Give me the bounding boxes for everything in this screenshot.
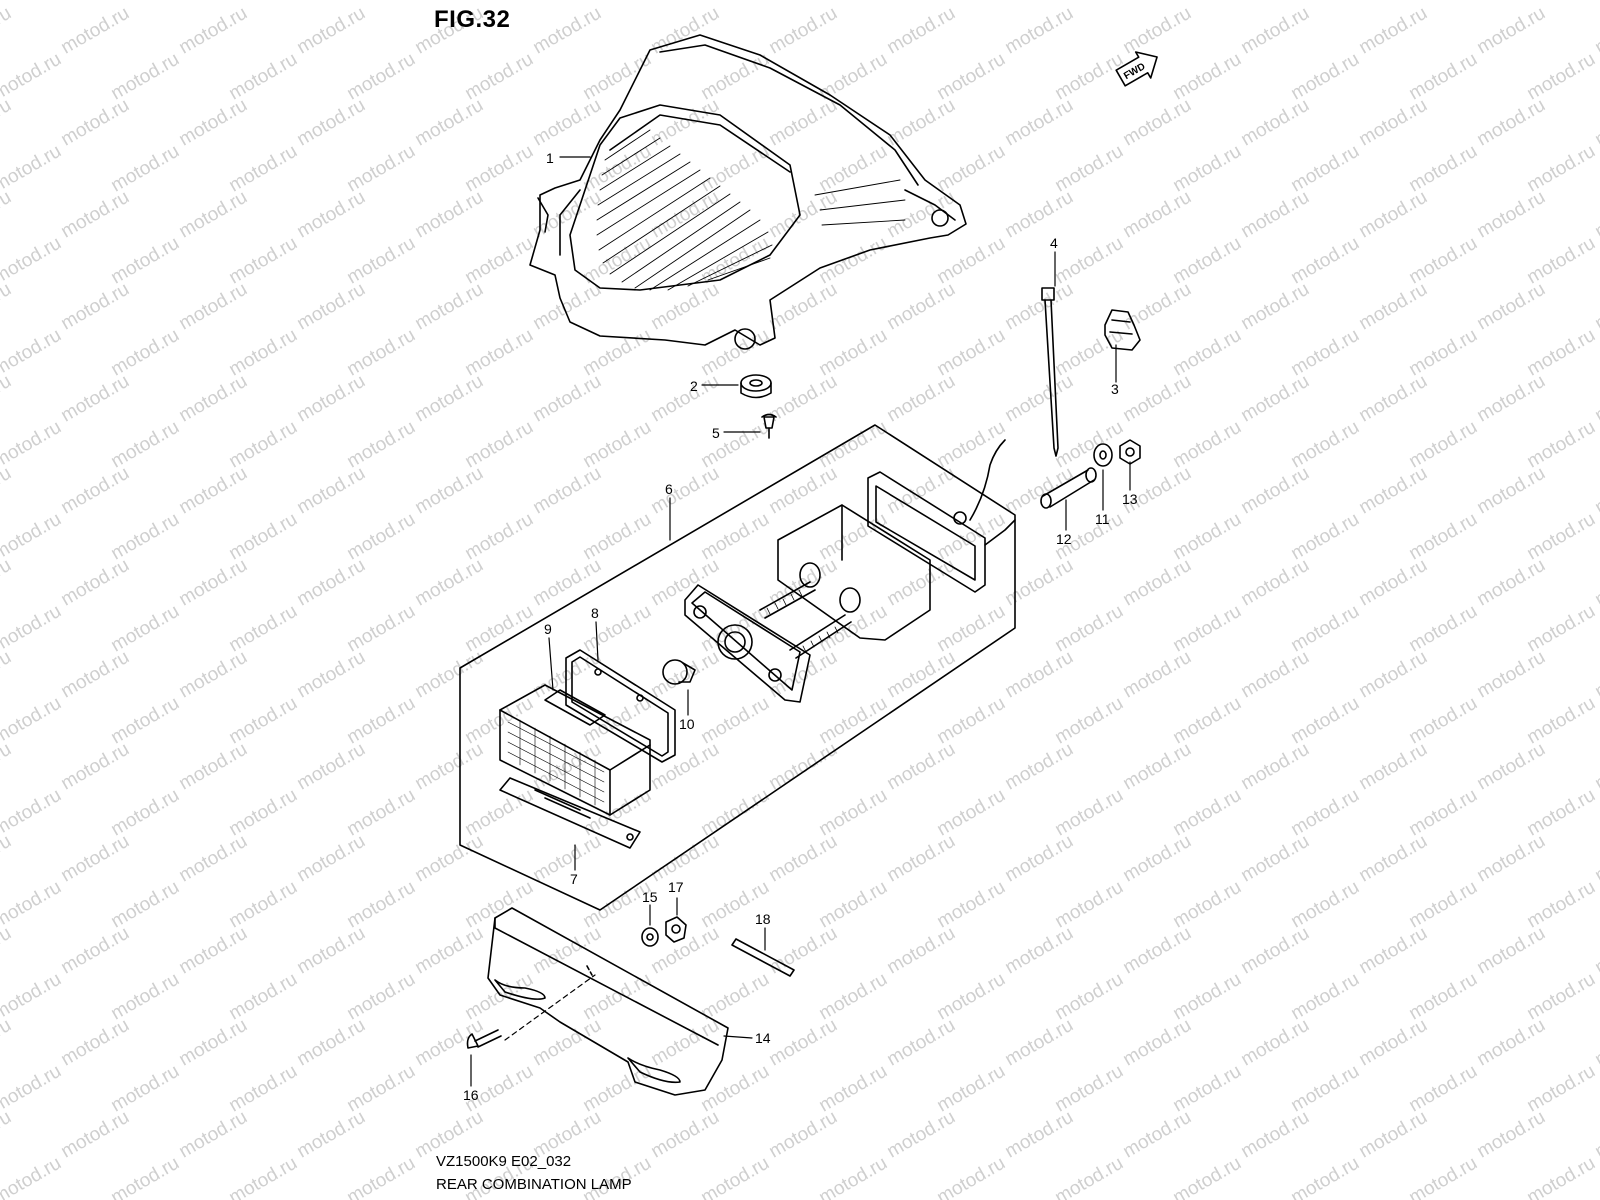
callout-13: 13 bbox=[1122, 491, 1138, 507]
callout-9: 9 bbox=[544, 621, 552, 637]
callout-numbers: 1 2 3 4 5 6 7 8 9 10 11 12 13 14 15 16 1… bbox=[463, 150, 1138, 1103]
lamp-body bbox=[777, 504, 931, 641]
washer-hole bbox=[1099, 450, 1107, 460]
callout-14: 14 bbox=[755, 1030, 771, 1046]
leader-lines bbox=[470, 156, 1131, 1087]
grommet bbox=[740, 374, 772, 399]
license-bracket bbox=[487, 907, 729, 1096]
callout-8: 8 bbox=[591, 605, 599, 621]
callout-15: 15 bbox=[642, 889, 658, 905]
socket-plate bbox=[684, 581, 852, 703]
callout-16: 16 bbox=[463, 1087, 479, 1103]
nut bbox=[1119, 439, 1141, 465]
license-lens bbox=[499, 777, 641, 849]
license-washer bbox=[641, 927, 659, 947]
bulb bbox=[662, 659, 696, 685]
bolt bbox=[466, 1029, 502, 1049]
callout-10: 10 bbox=[679, 716, 695, 732]
tail-lamp-cover bbox=[529, 34, 967, 350]
callout-6: 6 bbox=[665, 481, 673, 497]
callout-4: 4 bbox=[1050, 235, 1058, 251]
lamp-housing bbox=[867, 439, 1016, 593]
callout-17: 17 bbox=[668, 879, 684, 895]
callout-3: 3 bbox=[1111, 381, 1119, 397]
screw bbox=[761, 413, 777, 439]
figure-caption: REAR COMBINATION LAMP bbox=[436, 1176, 632, 1193]
model-code: VZ1500K9 E02_032 bbox=[436, 1153, 572, 1170]
figure-title: FIG.32 bbox=[434, 6, 511, 33]
fwd-arrow-icon: FWD bbox=[1115, 51, 1158, 87]
license-nut bbox=[665, 916, 687, 943]
wire-clamp bbox=[1104, 309, 1141, 351]
lamp-lens bbox=[499, 684, 651, 816]
rubber-pin bbox=[731, 938, 795, 977]
cable-tie bbox=[1041, 287, 1059, 457]
callout-11: 11 bbox=[1095, 511, 1110, 527]
callout-5: 5 bbox=[712, 425, 720, 441]
lens-gasket bbox=[565, 649, 676, 763]
spacer-collar bbox=[1040, 467, 1097, 509]
callout-2: 2 bbox=[690, 378, 698, 394]
callout-7: 7 bbox=[570, 871, 578, 887]
washer bbox=[1093, 443, 1113, 467]
assembly-frame bbox=[459, 424, 1016, 911]
assembly-guide-line bbox=[504, 974, 596, 1041]
callout-1: 1 bbox=[546, 150, 554, 166]
callout-12: 12 bbox=[1056, 531, 1072, 547]
callout-18: 18 bbox=[755, 911, 771, 927]
